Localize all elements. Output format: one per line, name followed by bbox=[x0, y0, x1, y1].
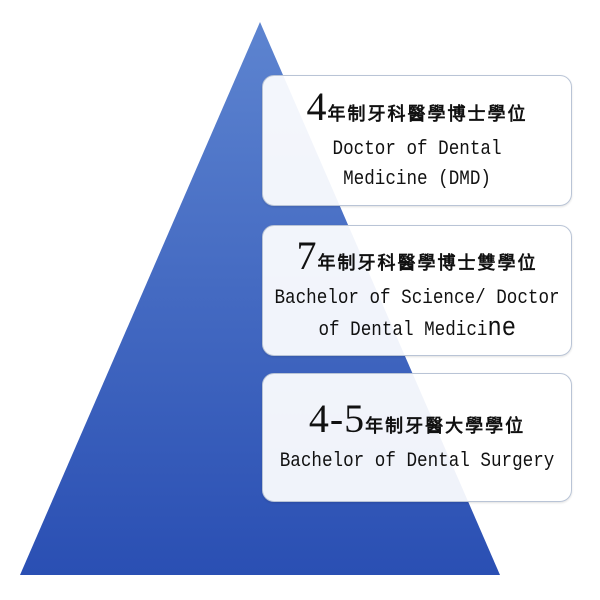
tier-bottom-degree-en-line1: Bachelor of Dental Surgery bbox=[279, 449, 555, 473]
tier-middle-degree-en-line2-text: of Dental Medici bbox=[318, 318, 488, 342]
tier-bottom-heading: 4-5年制牙醫大學學位 bbox=[308, 395, 526, 441]
tier-bottom-bds: 4-5年制牙醫大學學位 Bachelor of Dental Surgery bbox=[262, 373, 572, 502]
tier-bottom-degree-zh: 年制牙醫大學學位 bbox=[365, 415, 526, 437]
tier-middle-years: 7 bbox=[296, 232, 318, 278]
tier-middle-degree-zh: 年制牙科醫學博士雙學位 bbox=[317, 252, 538, 274]
tier-top-heading: 4年制牙科醫學博士學位 bbox=[306, 83, 528, 129]
tier-top-degree-en-line1: Doctor of Dental bbox=[332, 137, 502, 161]
tier-middle-degree-en-line2-tail: ne bbox=[487, 313, 516, 344]
tier-top-degree-en-line2-text: Medicine (DMD) bbox=[343, 167, 491, 191]
tier-middle-degree-en-line1: Bachelor of Science/ Doctor bbox=[274, 286, 560, 310]
tier-bottom-years: 4-5 bbox=[308, 395, 366, 441]
tier-top-degree-en-line2: Medicine (DMD) bbox=[343, 165, 491, 195]
tier-middle-degree-en-line2: of Dental Medicine bbox=[318, 314, 516, 346]
tier-top-years: 4 bbox=[306, 83, 328, 129]
tier-middle-bs-dmd: 7年制牙科醫學博士雙學位 Bachelor of Science/ Doctor… bbox=[262, 225, 572, 356]
tier-top-degree-zh: 年制牙科醫學博士學位 bbox=[327, 103, 528, 125]
tier-top-dmd: 4年制牙科醫學博士學位 Doctor of Dental Medicine (D… bbox=[262, 75, 572, 206]
tier-middle-heading: 7年制牙科醫學博士雙學位 bbox=[296, 232, 538, 278]
